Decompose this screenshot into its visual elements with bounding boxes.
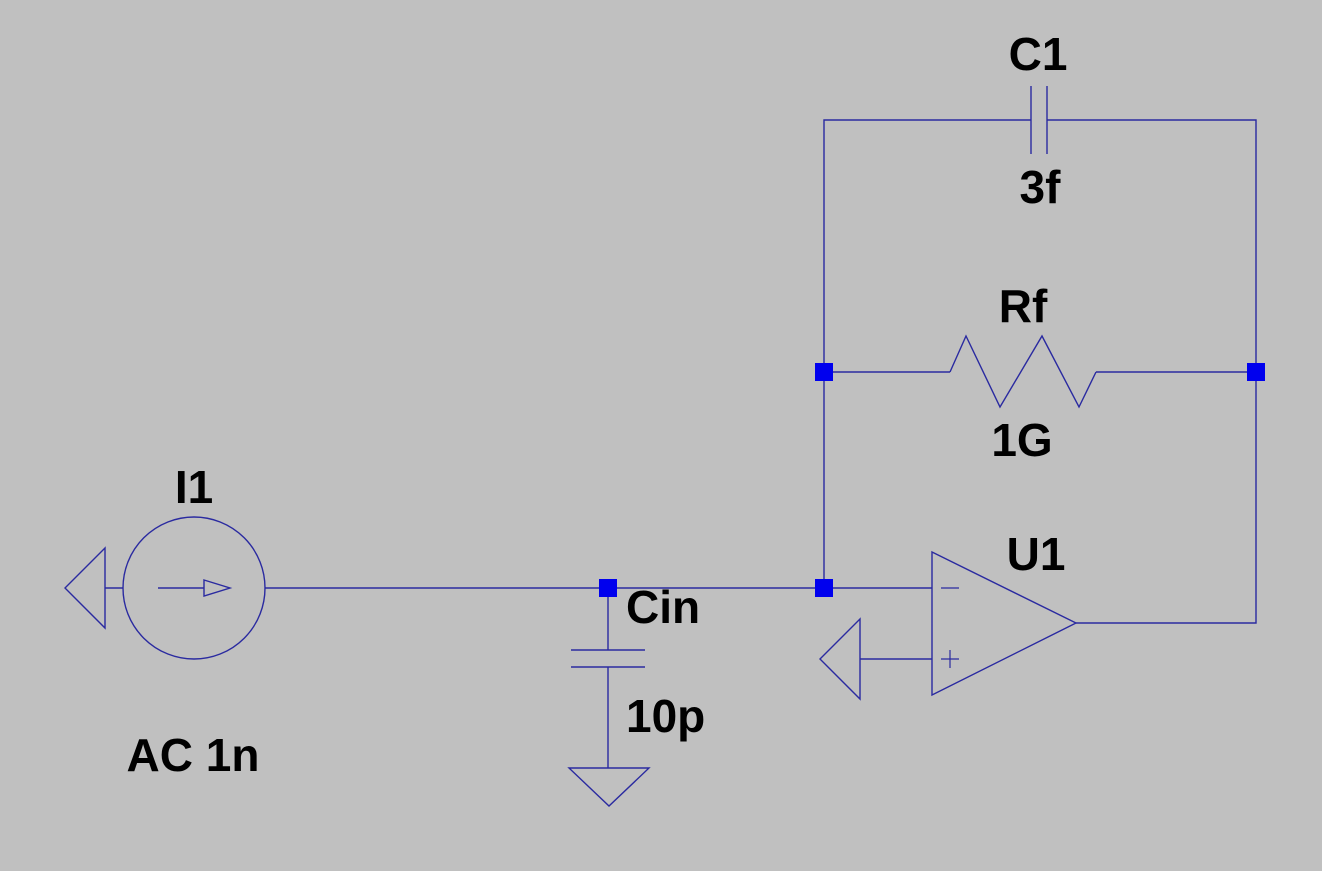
ground-bottom-icon[interactable]: [567, 767, 651, 807]
opamp-triangle: [931, 550, 1078, 697]
wires: [265, 119, 1257, 768]
i1-name-label[interactable]: I1: [175, 461, 213, 513]
capacitor-c1[interactable]: [1030, 86, 1048, 154]
rf-name-label[interactable]: Rf: [999, 280, 1048, 332]
current-source-i1[interactable]: [64, 516, 266, 660]
junction-inverting-input[interactable]: [815, 579, 833, 597]
junctions: [599, 363, 1265, 597]
junction-cin[interactable]: [599, 579, 617, 597]
current-arrow-head-icon: [203, 579, 233, 597]
c1-name-label[interactable]: C1: [1009, 28, 1068, 80]
i1-value-label[interactable]: AC 1n: [127, 729, 260, 781]
cin-name-label[interactable]: Cin: [626, 581, 700, 633]
capacitor-cin[interactable]: [567, 649, 651, 807]
ground-left-icon[interactable]: [64, 546, 106, 630]
resistor-rf[interactable]: [949, 334, 1097, 409]
ground-opamp-icon[interactable]: [819, 617, 861, 701]
u1-name-label[interactable]: U1: [1007, 528, 1066, 580]
junction-rf-right[interactable]: [1247, 363, 1265, 381]
cin-value-label[interactable]: 10p: [626, 690, 705, 742]
labels: I1 AC 1n Cin 10p C1 3f Rf 1G U1: [127, 28, 1068, 781]
rf-zigzag: [949, 334, 1097, 409]
junction-rf-left[interactable]: [815, 363, 833, 381]
opamp-u1[interactable]: [819, 550, 1078, 701]
c1-value-label[interactable]: 3f: [1020, 161, 1062, 213]
wire-feedback-left[interactable]: [823, 119, 1031, 588]
rf-value-label[interactable]: 1G: [991, 414, 1052, 466]
